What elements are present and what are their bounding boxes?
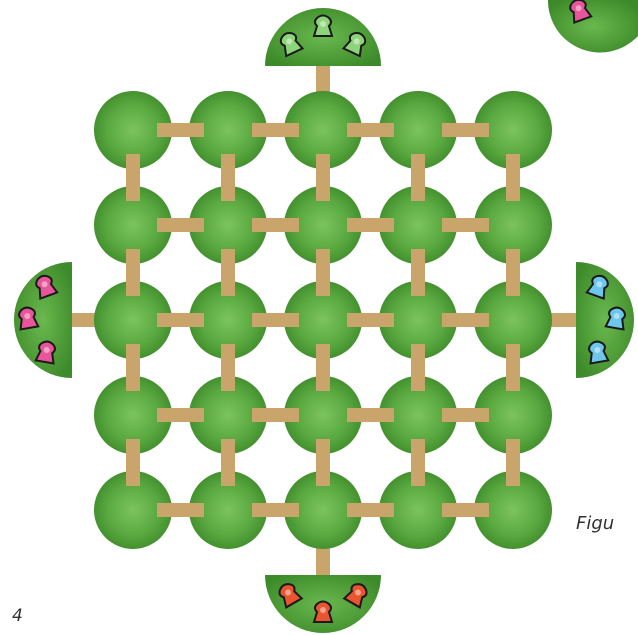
pawn-highlight (320, 607, 326, 613)
path-plank-horizontal (442, 313, 489, 327)
path-plank-horizontal (442, 218, 489, 232)
path-plank-horizontal (252, 313, 299, 327)
path-plank-horizontal (157, 218, 204, 232)
path-plank-horizontal (252, 408, 299, 422)
path-plank-vertical (316, 249, 330, 296)
path-plank-vertical (221, 344, 235, 391)
path-plank-vertical (506, 344, 520, 391)
pawn-piece (314, 602, 332, 623)
path-plank-horizontal (252, 503, 299, 517)
path-plank-vertical (316, 344, 330, 391)
path-plank-horizontal (252, 123, 299, 137)
path-plank-vertical (221, 154, 235, 201)
path-plank-horizontal (347, 408, 394, 422)
path-plank-horizontal (347, 218, 394, 232)
path-plank-horizontal (442, 123, 489, 137)
partial-home-base (548, 0, 638, 53)
path-plank-vertical (126, 344, 140, 391)
path-plank-horizontal (157, 313, 204, 327)
path-plank-vertical (411, 154, 425, 201)
path-plank-horizontal (347, 503, 394, 517)
path-plank-vertical (411, 249, 425, 296)
path-plank-vertical (411, 439, 425, 486)
page-number: 4 (12, 606, 23, 626)
path-plank-vertical (316, 439, 330, 486)
path-plank-horizontal (157, 123, 204, 137)
path-plank-vertical (411, 344, 425, 391)
path-plank-vertical (506, 154, 520, 201)
pawn-highlight (320, 21, 326, 27)
path-plank-vertical (126, 154, 140, 201)
spaces-layer (94, 91, 552, 549)
path-plank-vertical (126, 439, 140, 486)
path-plank-horizontal (442, 503, 489, 517)
path-plank-vertical (126, 249, 140, 296)
path-plank-vertical (221, 439, 235, 486)
path-plank-horizontal (442, 408, 489, 422)
figure-caption: Figu (576, 513, 614, 534)
path-plank-vertical (221, 249, 235, 296)
path-plank-horizontal (347, 313, 394, 327)
path-plank-horizontal (157, 408, 204, 422)
path-plank-horizontal (157, 503, 204, 517)
path-plank-vertical (506, 249, 520, 296)
path-plank-horizontal (347, 123, 394, 137)
path-plank-vertical (316, 154, 330, 201)
path-plank-horizontal (252, 218, 299, 232)
pawn-piece (314, 16, 332, 37)
path-plank-vertical (506, 439, 520, 486)
